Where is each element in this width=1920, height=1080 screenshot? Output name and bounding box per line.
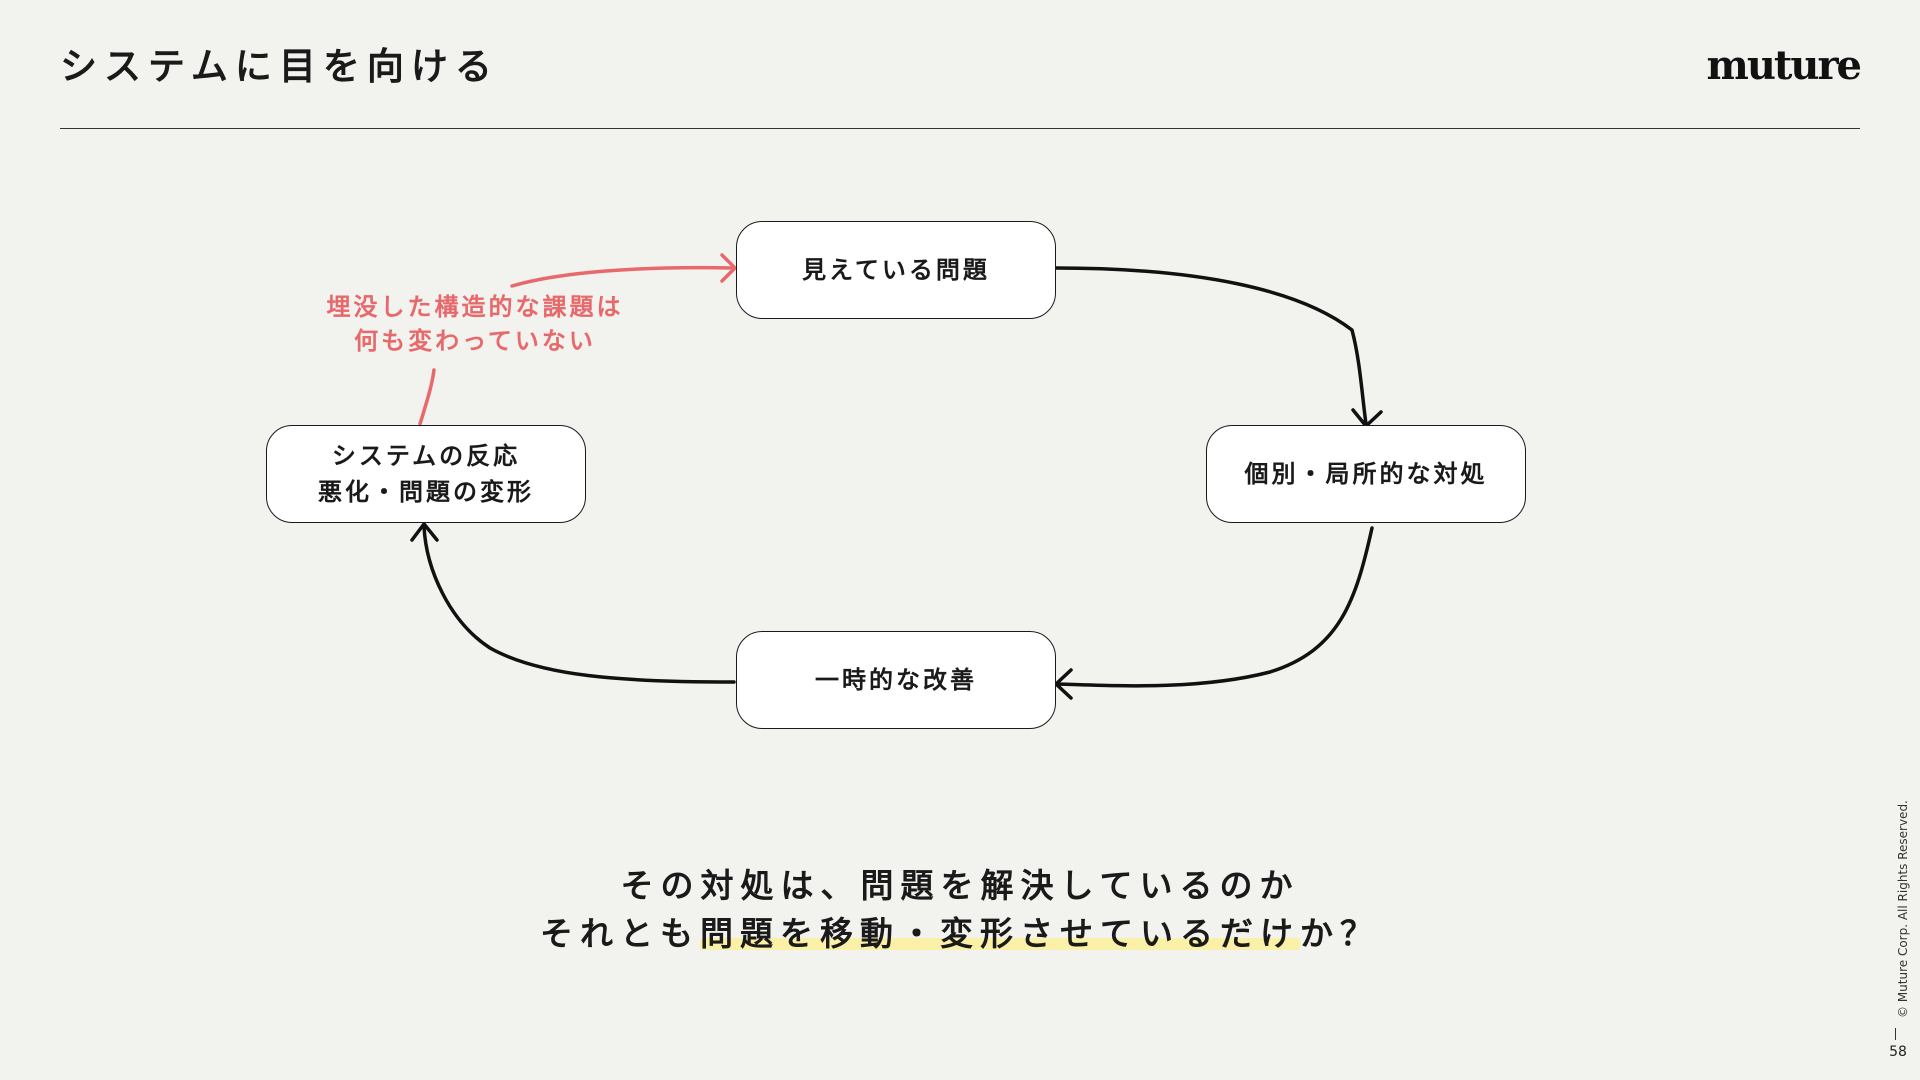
annotation-structural-issue: 埋没した構造的な課題は 何も変わっていない: [326, 293, 624, 355]
muture-logo: muture: [1706, 42, 1862, 89]
arrow-response-to-improvement: [1056, 526, 1374, 688]
node-local-response: 個別・局所的な対処: [1206, 425, 1526, 523]
question-line-2-suffix: か？: [1300, 914, 1380, 953]
node-temporary-improvement: 一時的な改善: [736, 631, 1056, 729]
header-divider: [60, 128, 1860, 129]
node-system-reaction: システムの反応 悪化・問題の変形: [266, 425, 586, 523]
closing-question: その対処は、問題を解決しているのか それとも問題を移動・変形させているだけか？: [0, 862, 1920, 958]
question-line-1: その対処は、問題を解決しているのか: [620, 866, 1300, 905]
question-highlight: 問題を移動・変形させているだけ: [700, 914, 1300, 953]
arrow-problem-to-response: [1054, 266, 1368, 426]
page-title: システムに目を向ける: [60, 45, 499, 88]
copyright-notice: © Muture Corp. All Rights Reserved.: [1896, 800, 1910, 1018]
arrow-reaction-to-problem-head: [720, 253, 737, 283]
arrow-reaction-to-problem-top: [510, 265, 736, 288]
arrow-improvement-to-reaction-head: [410, 522, 439, 542]
arrow-reaction-to-problem: [418, 368, 436, 426]
arrow-response-to-improvement-head: [1054, 668, 1073, 700]
arrow-improvement-to-reaction: [422, 524, 736, 684]
question-line-2: それとも問題を移動・変形させているだけか？: [0, 910, 1920, 958]
node-visible-problem: 見えている問題: [736, 221, 1056, 319]
arrow-problem-to-response-head: [1351, 408, 1383, 428]
page-number: 58: [1889, 1044, 1907, 1060]
page-number-divider: [1895, 1028, 1896, 1040]
question-line-2-prefix: それとも: [540, 914, 700, 953]
